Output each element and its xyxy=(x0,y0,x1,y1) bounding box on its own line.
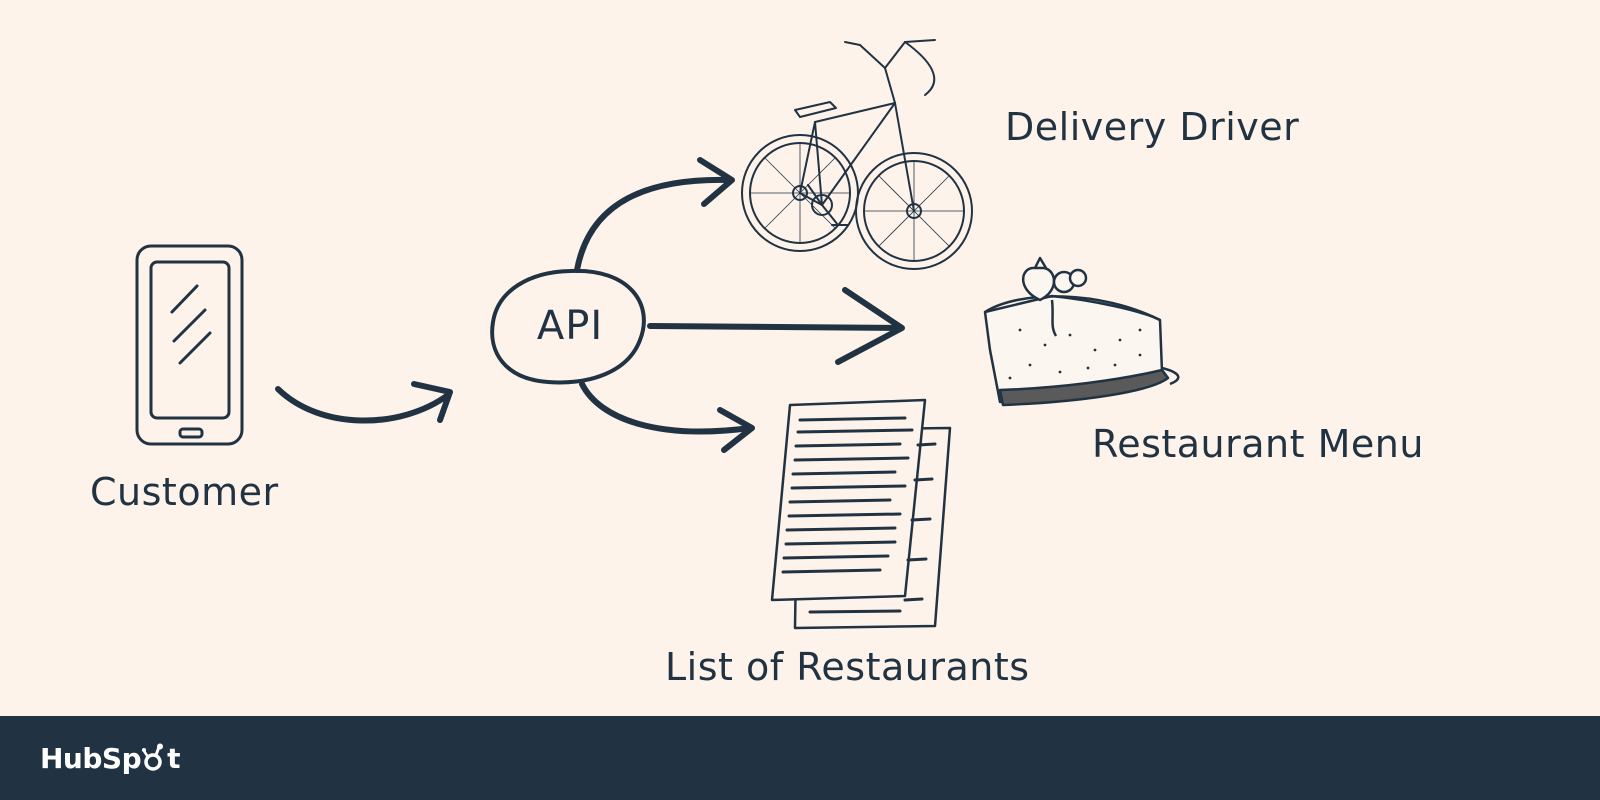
restaurant-menu-label: Restaurant Menu xyxy=(1092,422,1424,466)
sprocket-icon xyxy=(142,743,164,771)
hubspot-logo: HubSp t xyxy=(40,738,181,778)
bicycle-icon xyxy=(741,39,973,270)
list-of-restaurants-label: List of Restaurants xyxy=(665,645,1030,689)
arrow-api-to-driver xyxy=(574,157,735,273)
delivery-driver-label: Delivery Driver xyxy=(1005,105,1300,149)
api-oval xyxy=(490,268,646,385)
customer-label: Customer xyxy=(90,470,279,514)
diagram-drawing xyxy=(135,39,1180,630)
footer-bar: HubSp t xyxy=(0,716,1600,800)
api-label: API xyxy=(536,303,604,349)
cake-icon xyxy=(983,256,1180,407)
arrow-api-to-restaurants xyxy=(579,381,755,453)
smartphone-icon xyxy=(135,244,244,446)
arrow-customer-to-api xyxy=(275,381,453,424)
logo-text-left: HubSp xyxy=(40,741,142,775)
arrow-api-to-menu xyxy=(647,287,905,365)
document-pages-icon xyxy=(770,398,952,630)
logo-text-right: t xyxy=(167,741,181,775)
